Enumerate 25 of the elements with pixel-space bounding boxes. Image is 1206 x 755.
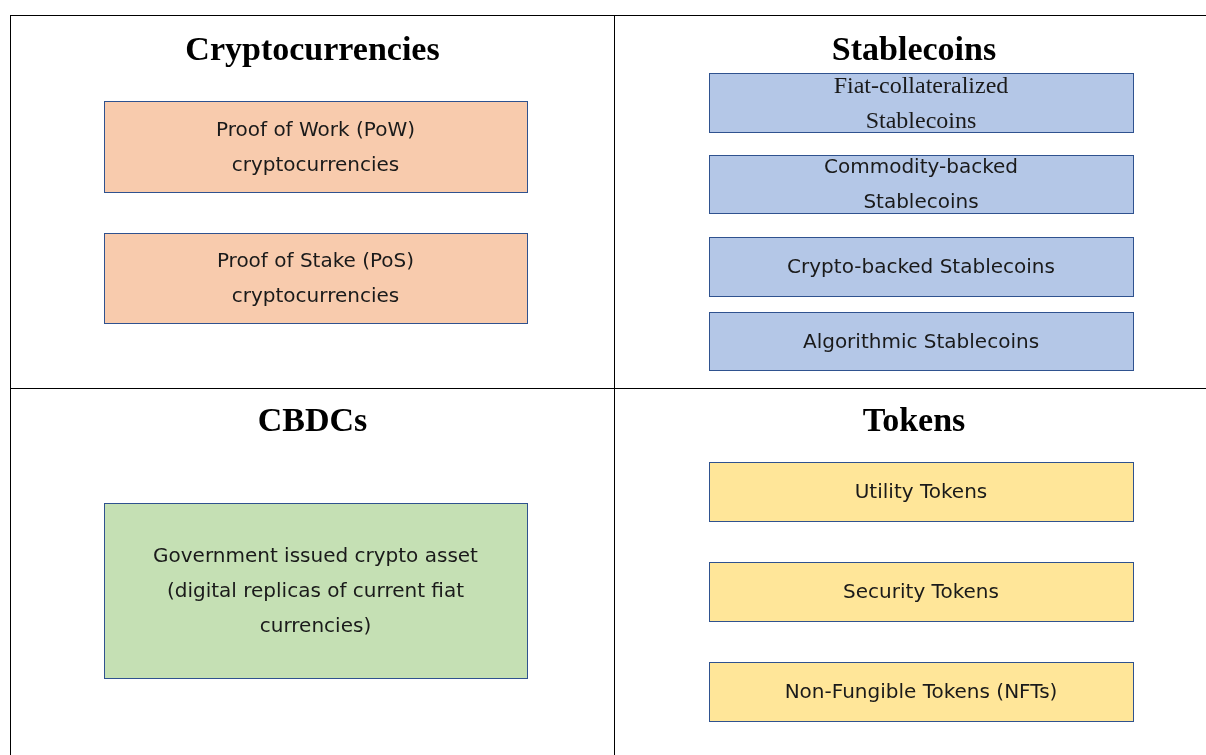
panel-heading: Stablecoins — [830, 30, 998, 68]
category-box — [103, 100, 528, 193]
box-label: Crypto-backed Stablecoins — [786, 253, 1056, 280]
box-label: Security Tokens — [842, 578, 1000, 605]
category-box — [708, 311, 1134, 371]
category-box — [103, 232, 528, 324]
box-label: Commodity-backed Stablecoins — [823, 153, 1019, 215]
category-box — [708, 236, 1134, 297]
box-label: Proof of Stake (PoS) cryptocurrencies — [215, 247, 416, 309]
panel-heading: Cryptocurrencies — [184, 30, 441, 68]
box-label: Utility Tokens — [853, 478, 989, 505]
category-box — [708, 561, 1134, 622]
box-label: Non-Fungible Tokens (NFTs) — [783, 678, 1059, 705]
category-box — [103, 502, 528, 679]
category-box — [708, 72, 1134, 133]
box-label: Government issued crypto asset (digital replicas of current fiat currencies) — [152, 542, 479, 639]
panel-heading: CBDCs — [256, 401, 369, 439]
category-box — [708, 461, 1134, 522]
category-box — [708, 154, 1134, 214]
box-label: Fiat-collateralized Stablecoins — [832, 70, 1010, 135]
box-label: Proof of Work (PoW) cryptocurrencies — [215, 115, 416, 178]
panel-heading: Tokens — [861, 401, 967, 439]
box-label: Algorithmic Stablecoins — [801, 327, 1041, 355]
category-box — [708, 661, 1134, 722]
category-panel — [10, 15, 615, 389]
